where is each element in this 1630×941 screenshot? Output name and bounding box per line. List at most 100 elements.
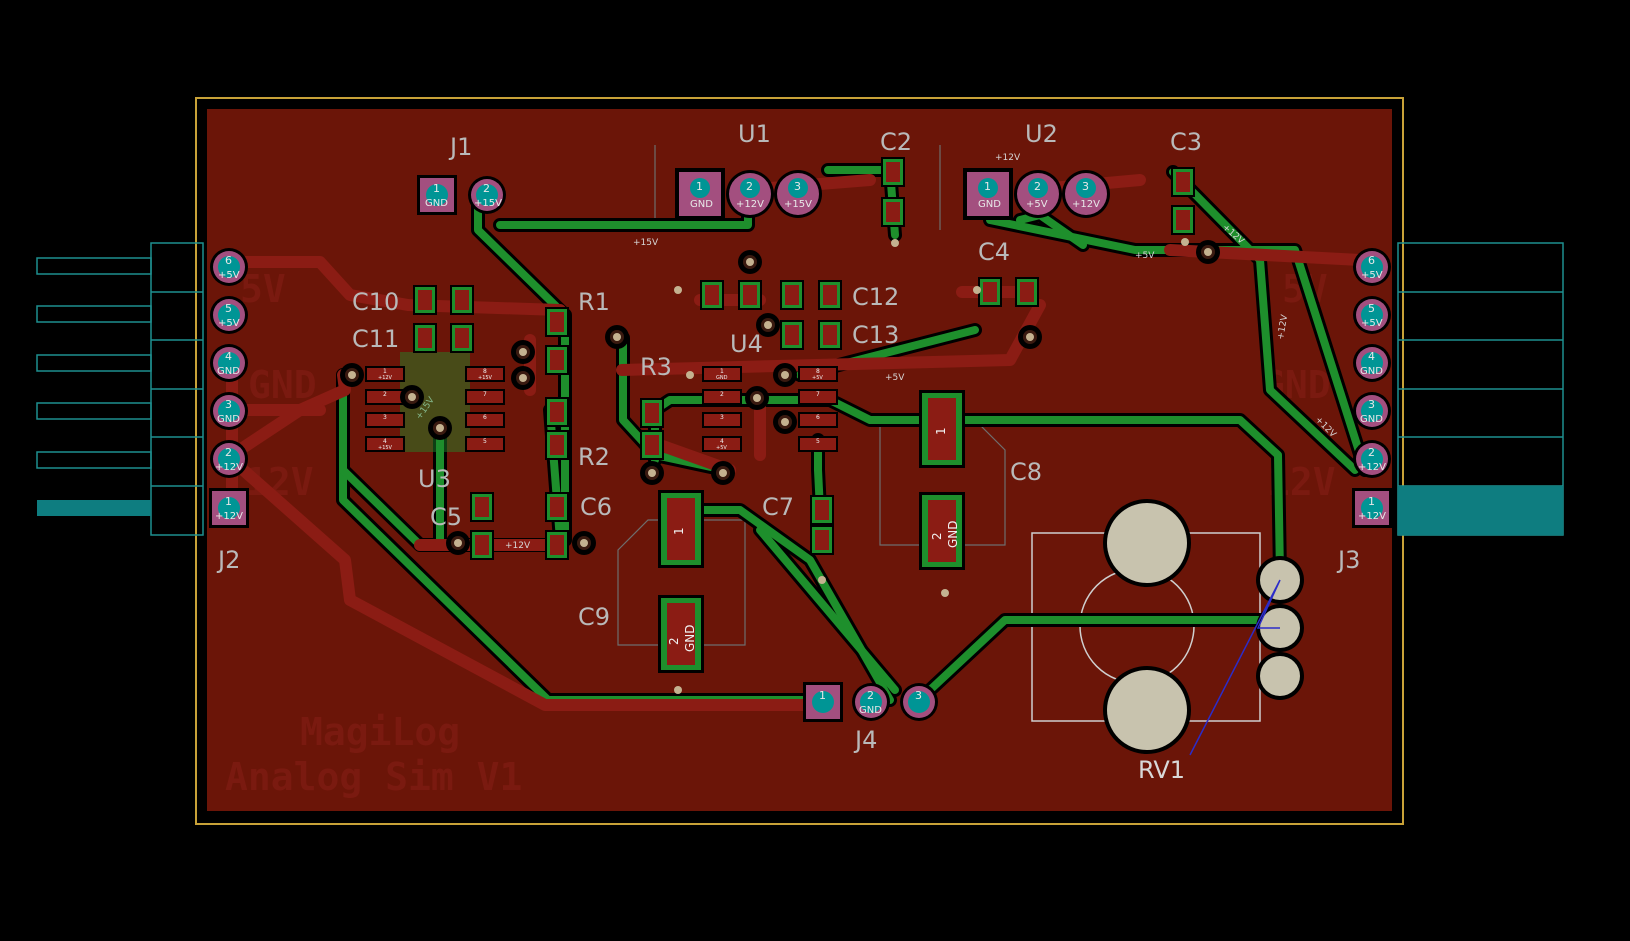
j3-pin5-num: 5: [1368, 302, 1375, 315]
c8-pad1-num: 1: [934, 427, 948, 435]
c13-pad-1: [780, 320, 804, 350]
u1-pin1-num: 1: [696, 180, 703, 193]
u4-pin6-num: 6: [816, 414, 820, 421]
u4-pin4-net: +5V: [716, 445, 727, 451]
j2-pin6-num: 6: [225, 254, 232, 267]
c7-pad-1: [810, 495, 834, 525]
j1-pin1-net: GND: [425, 198, 448, 209]
c4-pad-1: [978, 277, 1002, 307]
c8-cap[interactable]: 1 2 GND: [919, 390, 965, 570]
u2-regulator[interactable]: 1 GND 2 +5V 3 +12V: [963, 168, 1110, 220]
ratsnest-line: [1189, 579, 1281, 756]
rv1-potentiometer[interactable]: [1103, 499, 1304, 756]
r3-pad-2: [640, 430, 664, 460]
c7-pad-2: [810, 525, 834, 555]
u4-pin8-net: +5V: [812, 375, 823, 381]
j2-pin4-net: GND: [217, 366, 240, 377]
u4-pin1-net: GND: [716, 375, 728, 381]
c5-pad-2: [470, 530, 494, 560]
u4-pin3-num: 3: [720, 414, 724, 421]
c4-pad-2: [1015, 277, 1039, 307]
trace-label-5v-a: +5V: [1135, 251, 1155, 261]
u3-pin3-num: 3: [383, 414, 387, 421]
r1-pad-1: [545, 307, 569, 337]
c9-pad2-num: 2: [667, 637, 681, 645]
ref-u2: U2: [1025, 120, 1058, 148]
u2-pin3-net: +12V: [1072, 199, 1100, 210]
u4-chip[interactable]: 1 GND 2 3 4 +5V 8 +5V 7 6 5: [702, 366, 838, 452]
j2-pin5-net: +5V: [218, 318, 240, 329]
u1-pin3-net: +15V: [784, 199, 812, 210]
ref-c5: C5: [430, 503, 462, 531]
r2-pad-2: [545, 430, 569, 460]
c13-pad-2: [818, 320, 842, 350]
u3-pin4-num: 4: [383, 438, 387, 445]
u3-pin1-net: +12V: [378, 375, 393, 381]
u4-pin1-num: 1: [720, 368, 724, 375]
ref-c2: C2: [880, 128, 912, 156]
ref-j3: J3: [1336, 546, 1360, 574]
brand-line2: Analog Sim V1: [225, 755, 522, 799]
j3-pin5-net: +5V: [1361, 318, 1383, 329]
j2-pin1-num: 1: [225, 495, 232, 508]
j4-connector[interactable]: 1 2 GND 3: [803, 682, 938, 722]
c8-pad2-net: GND: [946, 520, 960, 548]
ref-c9: C9: [578, 603, 610, 631]
j3-pin3-num: 3: [1368, 398, 1375, 411]
j3-pin6-num: 6: [1368, 254, 1375, 267]
ref-c10: C10: [352, 288, 399, 316]
u1-pin3-num: 3: [794, 180, 801, 193]
c11-pad-1: [413, 323, 437, 353]
c12b-pad-2: [818, 280, 842, 310]
c10-pad-2: [450, 285, 474, 315]
trace-label-15v: +15V: [633, 238, 659, 248]
ref-rv1: RV1: [1138, 756, 1185, 784]
u1-regulator[interactable]: 1 GND 2 +12V 3 +15V: [675, 168, 822, 220]
r3-pad-1: [640, 398, 664, 428]
ref-u3: U3: [418, 465, 451, 493]
u3-pin8-num: 8: [483, 368, 487, 375]
ref-c4: C4: [978, 238, 1010, 266]
board-edge-cuts: [195, 97, 1404, 825]
c3-pad-2: [1171, 205, 1195, 235]
brand-line1: MagiLog: [300, 710, 460, 754]
trace-label-12v-c: +12V: [1276, 313, 1290, 340]
j3-pin4-num: 4: [1368, 350, 1375, 363]
c9-pad1-num: 1: [672, 527, 686, 535]
u4-pin8-num: 8: [816, 368, 820, 375]
j3-pin2-net: +12V: [1358, 462, 1386, 473]
j4-pin2-net: GND: [859, 705, 882, 716]
j2-pin3-num: 3: [225, 398, 232, 411]
c2-pad-1: [881, 157, 905, 187]
j2-pin4-num: 4: [225, 350, 232, 363]
c9-cap[interactable]: 1 2 GND: [658, 490, 704, 673]
j2-pin3-net: GND: [217, 414, 240, 425]
silk-left-5v: 5V: [240, 267, 286, 311]
c2-pad-2: [881, 197, 905, 227]
j3-pin6-net: +5V: [1361, 270, 1383, 281]
u2-pin1-net: GND: [978, 199, 1001, 210]
u2-pin2-num: 2: [1034, 180, 1041, 193]
u4-pin4-num: 4: [720, 438, 724, 445]
u4-pin5-num: 5: [816, 438, 820, 445]
c8-pad2-num: 2: [930, 532, 944, 540]
c5-pad-1: [470, 492, 494, 522]
trace-label-12v-a: +12V: [995, 153, 1021, 163]
small-vias: [674, 238, 1189, 694]
ref-u4: U4: [730, 330, 763, 358]
u1-pin2-num: 2: [746, 180, 753, 193]
j1-pin2-num: 2: [483, 182, 490, 195]
j2-pin5-num: 5: [225, 302, 232, 315]
ref-j2: J2: [216, 546, 240, 574]
j3-connector[interactable]: 6 +5V 5 +5V 4 GND 3 GND 2 +12V 1 +12V: [1352, 248, 1392, 528]
j1-connector[interactable]: 1 GND 2 +15V: [417, 175, 506, 215]
j1-pin1-num: 1: [433, 182, 440, 195]
j4-pin2-num: 2: [867, 689, 874, 702]
j3-pin4-net: GND: [1360, 366, 1383, 377]
r2-pad-1: [545, 397, 569, 427]
ref-c8: C8: [1010, 458, 1042, 486]
ref-j1: J1: [448, 133, 472, 161]
j2-connector[interactable]: 6 +5V 5 +5V 4 GND 3 GND 2 +12V 1 +12V: [209, 248, 249, 528]
j2-pin2-net: +12V: [215, 462, 243, 473]
